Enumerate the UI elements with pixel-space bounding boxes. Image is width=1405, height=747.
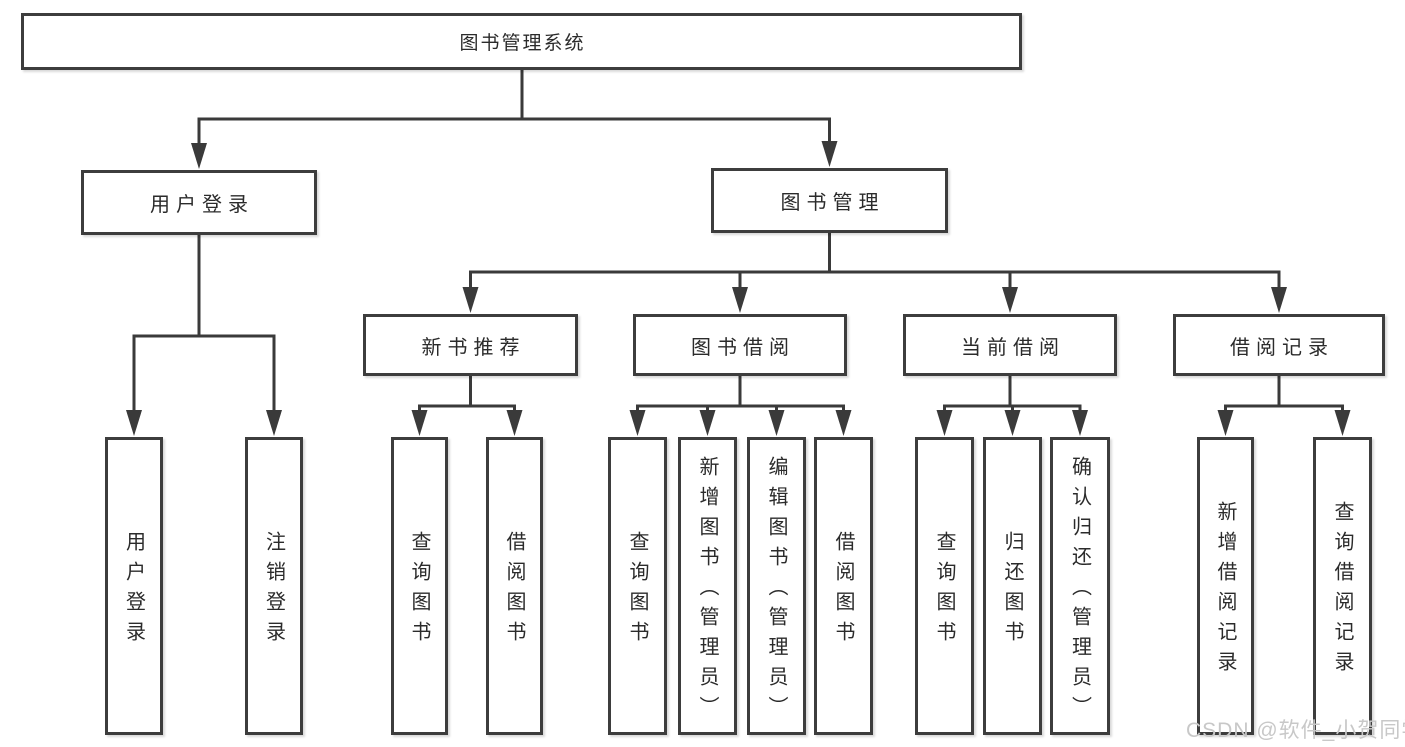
arrowhead	[126, 410, 142, 436]
leaf-confirm-return-admin: 确认归还（管理员）	[1050, 437, 1110, 735]
arrowhead	[1004, 410, 1021, 436]
leaf-query-books-current: 查询图书	[915, 437, 974, 735]
leaf-logout: 注销登录	[245, 437, 303, 735]
arrowhead	[936, 410, 953, 436]
leaf-label: 查询借阅记录	[1331, 501, 1353, 681]
leaf-borrow-books: 借阅图书	[814, 437, 873, 735]
node-book-management-label: 图书管理	[780, 192, 885, 214]
arrowhead	[1072, 410, 1088, 436]
leaf-label: 新增借阅记录	[1214, 501, 1236, 681]
arrowhead	[506, 410, 523, 436]
edge-level3-to-leaves	[418, 373, 1344, 416]
leaf-label: 查询图书	[626, 531, 648, 651]
node-user-login-label: 用户登录	[150, 194, 254, 216]
node-new-book-recommend-label: 新书推荐	[421, 336, 526, 359]
node-current-borrow: 当前借阅	[903, 314, 1117, 376]
leaf-label: 借阅图书	[832, 531, 854, 651]
arrowhead	[462, 287, 479, 313]
arrowhead	[835, 410, 852, 436]
arrowhead	[266, 410, 282, 436]
arrowhead	[699, 410, 716, 436]
leaf-user-login: 用户登录	[105, 437, 163, 735]
node-borrow-records: 借阅记录	[1173, 314, 1385, 376]
node-new-book-recommend: 新书推荐	[363, 314, 578, 376]
leaf-label: 归还图书	[1001, 531, 1023, 651]
edge-book-mgmt-to-level3	[469, 230, 1281, 292]
node-borrow-records-label: 借阅记录	[1230, 336, 1334, 359]
node-current-borrow-label: 当前借阅	[961, 336, 1065, 359]
leaf-label: 编辑图书（管理员）	[765, 456, 787, 726]
leaf-add-books-admin: 新增图书（管理员）	[678, 437, 737, 735]
arrowhead	[768, 410, 785, 436]
arrowhead	[629, 410, 646, 436]
arrowhead	[1002, 287, 1018, 313]
arrowhead	[732, 287, 748, 313]
edge-root-to-level2	[197, 67, 831, 147]
arrowhead	[1271, 287, 1287, 313]
leaf-query-books-borrow: 查询图书	[608, 437, 667, 735]
arrowhead	[1334, 410, 1351, 436]
watermark: CSDN @软件_小贺同学	[1186, 719, 1405, 742]
leaf-label: 新增图书（管理员）	[696, 456, 718, 726]
node-book-borrow-label: 图书借阅	[691, 336, 795, 359]
node-user-login: 用户登录	[81, 170, 317, 235]
node-book-borrow: 图书借阅	[633, 314, 847, 376]
leaf-add-borrow-record: 新增借阅记录	[1197, 437, 1254, 735]
leaf-label: 借阅图书	[503, 531, 525, 651]
leaf-label: 注销登录	[262, 531, 285, 651]
node-root: 图书管理系统	[21, 13, 1022, 70]
leaf-return-books: 归还图书	[983, 437, 1042, 735]
node-book-management: 图书管理	[711, 168, 948, 233]
leaf-label: 确认归还（管理员）	[1068, 456, 1091, 726]
edge-user-login-to-leaves	[132, 232, 276, 416]
leaf-query-borrow-record: 查询借阅记录	[1313, 437, 1372, 735]
leaf-label: 查询图书	[408, 531, 430, 651]
node-root-label: 图书管理系统	[459, 33, 586, 54]
arrowhead	[1217, 410, 1234, 436]
leaf-query-books-newbook: 查询图书	[391, 437, 448, 735]
leaf-edit-books-admin: 编辑图书（管理员）	[747, 437, 806, 735]
arrowhead	[411, 410, 428, 436]
leaf-label: 用户登录	[122, 531, 145, 651]
connector-arrowheads	[126, 141, 1351, 436]
leaf-borrow-books-newbook: 借阅图书	[486, 437, 543, 735]
arrowhead	[821, 141, 838, 167]
leaf-label: 查询图书	[933, 531, 955, 651]
arrowhead	[191, 143, 207, 169]
